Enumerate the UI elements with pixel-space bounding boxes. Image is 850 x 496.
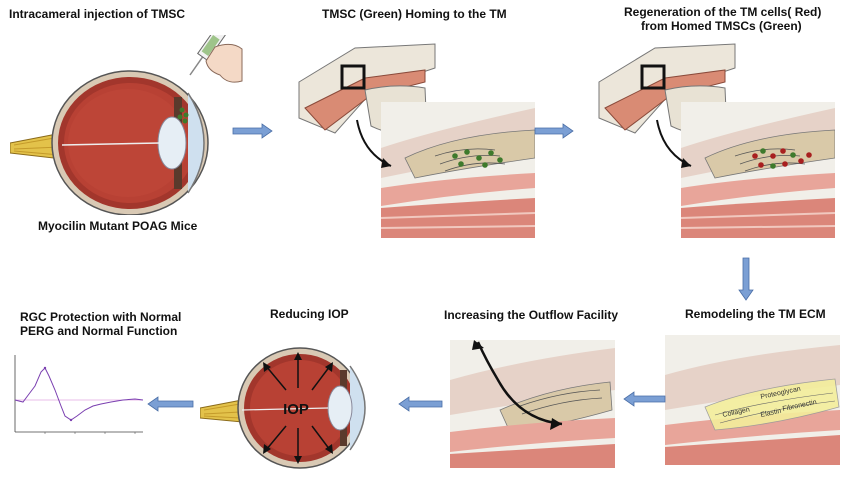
outflow-panel [450,340,615,468]
step-remodeling-label: Remodeling the TM ECM [685,307,826,321]
perg-chart [5,350,145,460]
step-outflow-label: Increasing the Outflow Facility [444,308,619,322]
ecm-panel: Collagen Proteoglycan Elastin Fibronecti… [665,335,840,465]
step-homing-label: TMSC (Green) Homing to the TM [322,7,507,21]
step-regeneration-label-1: Regeneration of the TM cells( Red) [624,5,822,19]
step-injection-label: Intracameral injection of TMSC [9,7,186,21]
mouse-model-label: Myocilin Mutant POAG Mice [38,219,198,233]
flow-arrow-icon [147,123,754,412]
ecm-elastin-label: Elastin [760,408,782,419]
injection-eye-panel [10,35,245,215]
homing-panel [295,38,535,238]
step-iop-label: Reducing IOP [270,307,349,321]
step-regeneration-label-2: from Homed TMSCs (Green) [641,19,802,33]
step-rgc-label-2: PERG and Normal Function [20,324,178,338]
iop-label: IOP [283,401,309,418]
step-rgc-label-1: RGC Protection with Normal [20,310,182,324]
iop-eye-panel: IOP [200,330,400,470]
syringe-icon [189,35,233,76]
eye-icon [51,70,209,215]
regeneration-panel [595,38,835,238]
